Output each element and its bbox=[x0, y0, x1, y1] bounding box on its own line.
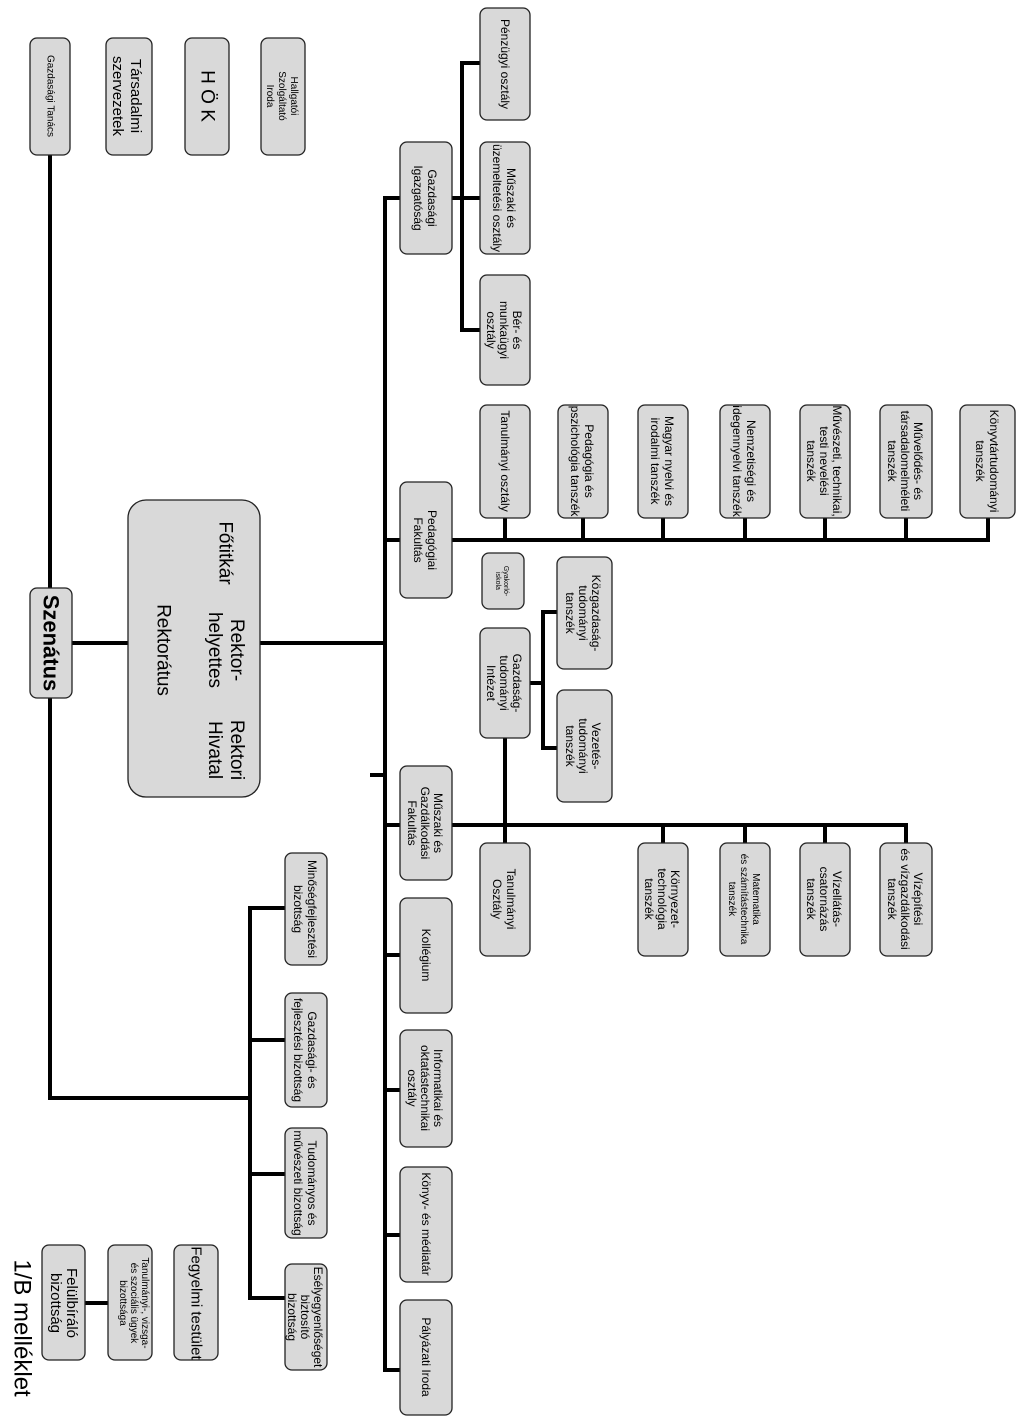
felulbiralo-box[interactable] bbox=[41, 1244, 86, 1361]
felulbiralo-label: Felülbírálóbizottság bbox=[47, 1268, 80, 1338]
ped-magyar-box[interactable] bbox=[637, 404, 689, 519]
musz-tanulmanyi-label: TanulmányiOsztály bbox=[490, 869, 518, 930]
gazd-intezet-label: Gazdaság-tudományiIntézet bbox=[484, 654, 524, 713]
tanulmanyi-vizsga-label: Tanulmányi-, vizsga-és szociális ügyekbi… bbox=[117, 1257, 150, 1348]
tudomanyos-muveszeti-label: Tudományos ésművészeti bizottság bbox=[291, 1130, 319, 1235]
ped-muvelodes-label: Művelődés- éstársadalomelméletitanszék bbox=[885, 411, 925, 512]
pedagogiai-fakultas-label: PedagógiaiFakultás bbox=[411, 510, 439, 570]
senate-box[interactable] bbox=[29, 587, 73, 699]
musz-tanulmanyi-box[interactable] bbox=[479, 842, 531, 957]
informatikai-label: Informatikai ésoktatástechnikaiosztály bbox=[405, 1045, 445, 1131]
gazdasagi-fejlesztesi-box[interactable] bbox=[284, 992, 328, 1108]
ped-nemzetisegi-label: Nemzetiségi ésidegennyelvi tanszék bbox=[730, 405, 758, 517]
penzugyi-label: Pénzügyi osztály bbox=[498, 19, 512, 109]
ped-pszichologia-label: Pedagógia éspszichológia tanszék bbox=[568, 406, 596, 518]
rectorate-col-fotitkar: Főtitkár bbox=[215, 521, 236, 585]
eselyegyenloseg-box[interactable] bbox=[284, 1263, 328, 1371]
vezetes-tanszek-box[interactable] bbox=[556, 689, 613, 803]
tanulmanyi-vizsga-box[interactable] bbox=[107, 1244, 153, 1361]
minosegfejlesztesi-box[interactable] bbox=[284, 852, 328, 966]
kollegium-label: Kollégium bbox=[419, 929, 433, 982]
palyazati-iroda-label: Pályázati Iroda bbox=[419, 1317, 433, 1397]
ped-konyvtar-label: Könyvtártudományitanszék bbox=[973, 410, 1001, 513]
gazdasagi-tanacs-box[interactable] bbox=[29, 37, 71, 156]
informatikai-box[interactable] bbox=[399, 1029, 453, 1148]
pedagogiai-fakultas-box[interactable] bbox=[399, 481, 453, 599]
kollegium-box[interactable] bbox=[399, 897, 453, 1014]
eselyegyenloseg-label: Esélyegyenlőségetbiztosítóbizottság bbox=[285, 1267, 325, 1368]
rectorate-box[interactable] bbox=[127, 499, 261, 798]
minosegfejlesztesi-label: Minőségfejlesztésibizottság bbox=[291, 860, 319, 958]
konyv-mediatar-box[interactable] bbox=[399, 1166, 453, 1283]
vezetes-tanszek-label: Vezetés-tudományitanszék bbox=[563, 718, 603, 773]
page-title: 1/B melléklet bbox=[9, 1259, 36, 1397]
ped-konyvtar-box[interactable] bbox=[959, 404, 1016, 519]
hallgatoi-iroda-label: HallgatóiSzolgáltatóIroda bbox=[264, 71, 299, 121]
vizellatas-tanszek-label: Vízellátás-csatornázástanszék bbox=[804, 867, 844, 932]
muszaki-fakultas-label: Műszaki ésGazdálkodásiFakultás bbox=[405, 787, 445, 860]
matematika-tanszek-label: Matematikaés számítástechnikatanszék bbox=[726, 854, 761, 945]
gazd-intezet-box[interactable] bbox=[479, 627, 531, 739]
konyv-mediatar-label: Könyv- és médiatár bbox=[419, 1172, 433, 1275]
hok-label: H Ö K bbox=[197, 70, 218, 122]
ber-munkaugyi-label: Bér- ésmunkaügyiosztály bbox=[484, 301, 524, 359]
connector-lines bbox=[48, 38, 990, 1372]
vizepitesi-tanszek-label: Vízépítésiés vízgazdálkodásitanszék bbox=[885, 848, 925, 949]
gazdasagi-igazgatosag-label: GazdaságiIgazgatóság bbox=[411, 165, 439, 230]
fegyelmi-label: Fegyelmi testület bbox=[188, 1246, 205, 1360]
gyakorlo-iskola-box[interactable] bbox=[481, 552, 525, 610]
kornyezet-tanszek-label: Környezet-technológiatanszék bbox=[642, 868, 682, 930]
ped-tanulmanyi-box[interactable] bbox=[479, 404, 531, 519]
penzugyi-box[interactable] bbox=[479, 7, 531, 121]
gazdasagi-fejlesztesi-label: Gazdasági- ésfejlesztési bizottság bbox=[291, 998, 319, 1102]
tarsadalmi-szervezetek-box[interactable] bbox=[105, 37, 153, 156]
gyakorlo-iskola-label: Gyakorló-iskola bbox=[494, 566, 509, 597]
ber-munkaugyi-box[interactable] bbox=[479, 274, 531, 386]
rectorate-title: Rektorátus bbox=[153, 604, 174, 696]
tarsadalmi-szervezetek-label: Társadalmiszervezetek bbox=[109, 56, 144, 137]
tudomanyos-muveszeti-box[interactable] bbox=[284, 1127, 328, 1239]
ped-muveszeti-label: Művészeti, technikai,testi nevelésitansz… bbox=[804, 405, 844, 516]
matematika-tanszek-box[interactable] bbox=[719, 842, 771, 957]
kozgazd-tanszek-label: Közgazdaság-tudományitanszék bbox=[563, 575, 603, 652]
hallgatoi-iroda-box[interactable] bbox=[260, 37, 306, 156]
ped-magyar-label: Magyar nyelvi ésirodalmi tanszék bbox=[648, 416, 676, 506]
muszaki-uzemeltetesi-box[interactable] bbox=[479, 141, 531, 255]
muszaki-fakultas-box[interactable] bbox=[399, 765, 453, 881]
hok-box[interactable] bbox=[184, 37, 230, 156]
palyazati-iroda-box[interactable] bbox=[399, 1299, 453, 1416]
vizepitesi-tanszek-box[interactable] bbox=[879, 842, 933, 957]
vizellatas-tanszek-box[interactable] bbox=[799, 842, 851, 957]
muszaki-uzemeltetesi-label: Műszaki ésüzemeltetési osztály bbox=[490, 144, 518, 252]
senate-label: Szenátus bbox=[39, 595, 64, 692]
ped-muveszeti-box[interactable] bbox=[799, 404, 851, 519]
ped-nemzetisegi-box[interactable] bbox=[719, 404, 771, 519]
rectorate-col-rektorhelyettes: Rektor-helyettes bbox=[204, 612, 247, 688]
ped-tanulmanyi-label: Tanulmányi osztály bbox=[498, 410, 512, 511]
ped-muvelodes-box[interactable] bbox=[879, 404, 933, 519]
gazdasagi-tanacs-label: Gazdasági Tanács bbox=[45, 55, 56, 137]
kornyezet-tanszek-box[interactable] bbox=[637, 842, 689, 957]
kozgazd-tanszek-box[interactable] bbox=[556, 556, 613, 670]
rectorate-col-rektori-hivatal: RektoriHivatal bbox=[204, 720, 247, 780]
fegyelmi-box[interactable] bbox=[173, 1244, 219, 1361]
gazdasagi-igazgatosag-box[interactable] bbox=[399, 141, 453, 255]
ped-pszichologia-box[interactable] bbox=[557, 404, 609, 519]
